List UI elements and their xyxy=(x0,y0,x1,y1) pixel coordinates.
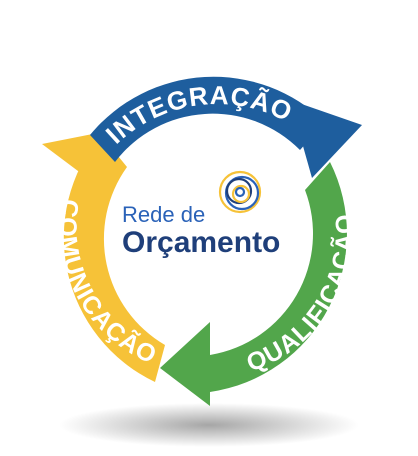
logo-line2: Orçamento xyxy=(122,226,280,259)
center-disc xyxy=(94,116,324,346)
arrow-comunicacao xyxy=(63,135,165,382)
arrow-integracao-head xyxy=(290,100,362,178)
arrow-qualificacao-head xyxy=(160,322,210,406)
arrow-qualificacao xyxy=(210,162,347,392)
logo-rings-icon xyxy=(218,170,262,214)
arrow-integracao xyxy=(90,76,325,162)
logo-line1: Rede de xyxy=(122,202,205,227)
ground-shadow xyxy=(59,403,359,447)
